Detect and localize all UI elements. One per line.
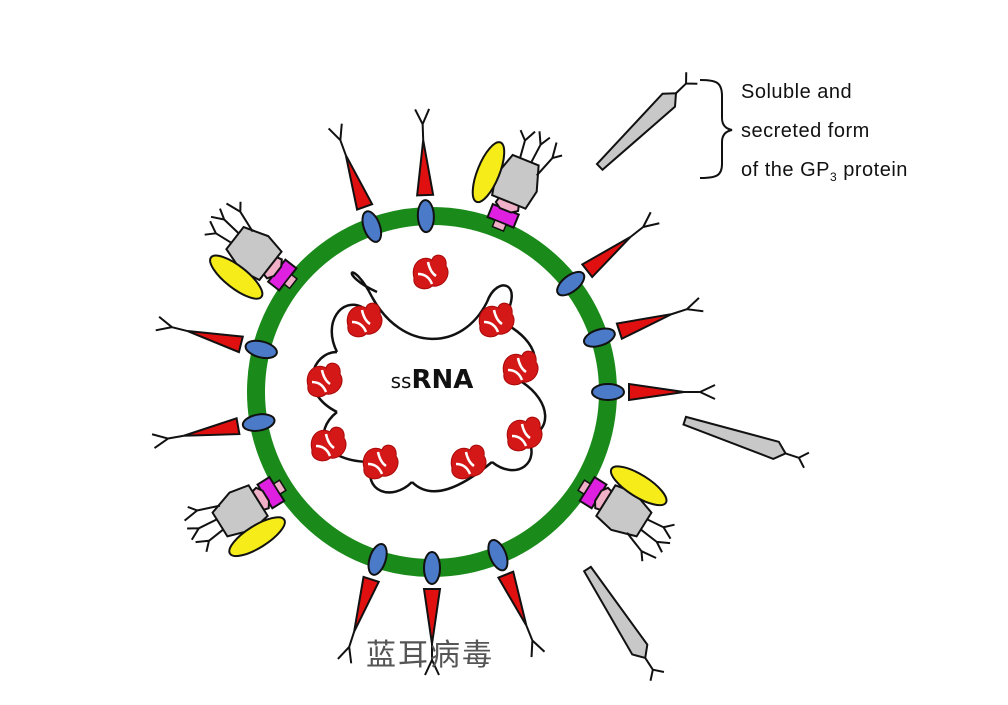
ssrna-prefix: ss [391, 369, 412, 393]
legend-line-2: secreted form [741, 120, 870, 142]
nucleocapsid-icon [501, 349, 540, 387]
nucleocapsid-icon [505, 415, 544, 453]
legend-line-3-post: protein [837, 159, 908, 181]
nucleocapsid-icon [361, 443, 400, 481]
nucleocapsid-icon [449, 443, 488, 481]
spike-protein-icon [591, 383, 716, 401]
spike-protein-icon [413, 107, 436, 234]
nucleocapsid-icon [411, 253, 450, 291]
nucleocapsid-icon [305, 361, 344, 399]
soluble-gp3-icon [578, 563, 666, 683]
legend-line-3: of the GP3 protein [741, 159, 908, 184]
soluble-gp3-icon [680, 411, 811, 470]
nucleocapsid-icon [309, 425, 348, 463]
soluble-gp3-icon [592, 70, 700, 175]
spike-protein-icon [552, 210, 661, 301]
virion: ssRNA [150, 107, 716, 676]
ssrna-main: RNA [411, 365, 473, 395]
legend-subscript: 3 [830, 170, 837, 184]
legend-bracket [699, 79, 733, 179]
caption: 蓝耳病毒 [366, 638, 494, 673]
legend-line-1: Soluble and [741, 81, 852, 103]
nucleocapsid-icon [345, 301, 384, 339]
legend: Soluble and secreted form of the GP3 pro… [741, 81, 908, 184]
center-label: ssRNA [391, 365, 474, 395]
legend-line-3-pre: of the GP [741, 159, 830, 181]
